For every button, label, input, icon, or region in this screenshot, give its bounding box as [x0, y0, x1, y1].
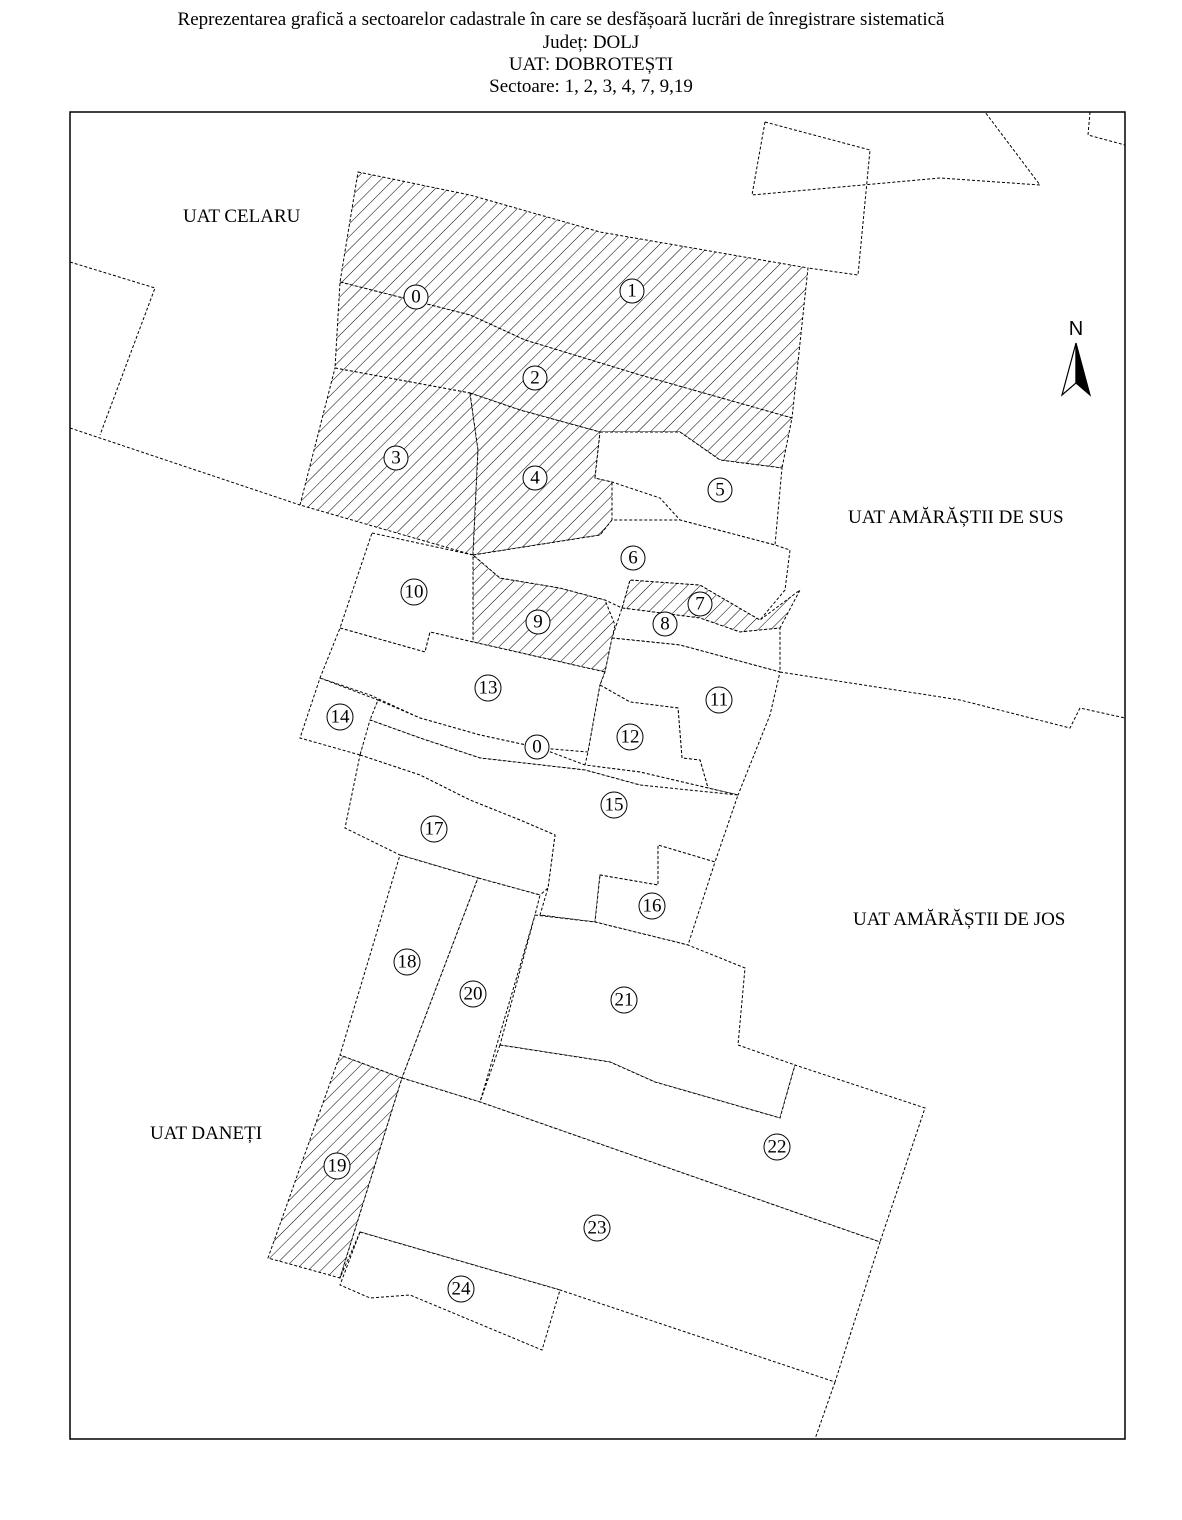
sector-marker-3: 3 — [383, 445, 409, 471]
sector-number: 2 — [530, 368, 540, 389]
sector-marker-19: 19 — [323, 1152, 351, 1180]
sector-number: 23 — [588, 1218, 607, 1239]
sector-marker-18: 18 — [393, 948, 421, 976]
sector-marker-7: 7 — [687, 591, 713, 617]
sector-number: 0 — [532, 737, 542, 758]
sector-number: 7 — [695, 594, 705, 615]
sector-marker-0a: 0 — [403, 284, 429, 310]
sector-marker-6: 6 — [620, 545, 646, 571]
sector-marker-4: 4 — [522, 465, 548, 491]
neighbor-label-celaru: UAT CELARU — [183, 206, 301, 227]
sector-marker-16: 16 — [638, 892, 666, 920]
sector-marker-13: 13 — [474, 674, 502, 702]
sector-marker-17: 17 — [420, 815, 448, 843]
sector-12-parcel — [584, 684, 709, 789]
sector-marker-9: 9 — [525, 609, 551, 635]
sector-number: 0 — [411, 287, 421, 308]
sector-number: 6 — [628, 548, 638, 569]
sector-number: 9 — [533, 612, 543, 633]
sector-marker-10: 10 — [400, 578, 428, 606]
sector-marker-21: 21 — [610, 986, 638, 1014]
sector-number: 21 — [615, 990, 634, 1011]
map-title: Reprezentarea grafică a sectoarelor cada… — [177, 9, 945, 30]
sector-marker-8: 8 — [652, 611, 678, 637]
sector-number: 19 — [328, 1156, 347, 1177]
sector-marker-14: 14 — [326, 703, 354, 731]
map-frame — [69, 111, 1126, 1440]
amarastii-sus-boundary — [751, 112, 1125, 276]
county-label: Județ: DOLJ — [542, 32, 640, 53]
sector-number: 16 — [643, 896, 662, 917]
sector-number: 10 — [405, 582, 424, 603]
sector-marker-0b: 0 — [524, 734, 550, 760]
sector-number: 4 — [530, 468, 540, 489]
southern-boundary — [814, 1381, 836, 1439]
sector-number: 12 — [621, 727, 640, 748]
sector-marker-11: 11 — [705, 686, 733, 714]
amarastii-jos-boundary — [779, 671, 1125, 729]
celaru-boundary — [70, 261, 301, 506]
uat-label: UAT: DOBROTEȘTI — [508, 54, 674, 75]
sector-17-parcel — [344, 754, 556, 896]
sector-marker-5: 5 — [707, 477, 733, 503]
sector-number: 13 — [479, 678, 498, 699]
sector-number: 22 — [768, 1137, 787, 1158]
sector-number: 17 — [425, 819, 444, 840]
sector-marker-15: 15 — [600, 791, 628, 819]
sector-marker-24: 24 — [447, 1275, 475, 1303]
sector-number: 1 — [627, 281, 637, 302]
sector-0-strip — [369, 699, 740, 801]
sectors-list: Sectoare: 1, 2, 3, 4, 7, 9,19 — [489, 76, 693, 97]
sector-marker-22: 22 — [763, 1133, 791, 1161]
sector-marker-2: 2 — [522, 365, 548, 391]
sector-number: 3 — [391, 448, 401, 469]
sector-marker-20: 20 — [459, 980, 487, 1008]
sector-number: 8 — [660, 614, 670, 635]
neighbor-label-daneti: UAT DANEȚI — [150, 1123, 262, 1144]
sector-number: 20 — [464, 984, 483, 1005]
sector-number: 14 — [331, 707, 351, 728]
sector-marker-23: 23 — [583, 1214, 611, 1242]
sector-marker-1: 1 — [619, 278, 645, 304]
sector-number: 18 — [398, 952, 417, 973]
sector-number: 11 — [710, 690, 728, 711]
sector-number: 5 — [715, 480, 725, 501]
sector-marker-12: 12 — [616, 723, 644, 751]
map-title-block: Reprezentarea grafică a sectoarelor cada… — [0, 8, 1182, 98]
sector-number: 24 — [452, 1279, 472, 1300]
sector-number: 15 — [605, 795, 624, 816]
neighbor-label-amarastii-sus: UAT AMĂRĂȘTII DE SUS — [848, 507, 1064, 528]
north-label: N — [1069, 318, 1083, 340]
neighbor-label-amarastii-jos: UAT AMĂRĂȘTII DE JOS — [853, 909, 1065, 930]
north-arrow-icon: N — [1060, 318, 1092, 397]
